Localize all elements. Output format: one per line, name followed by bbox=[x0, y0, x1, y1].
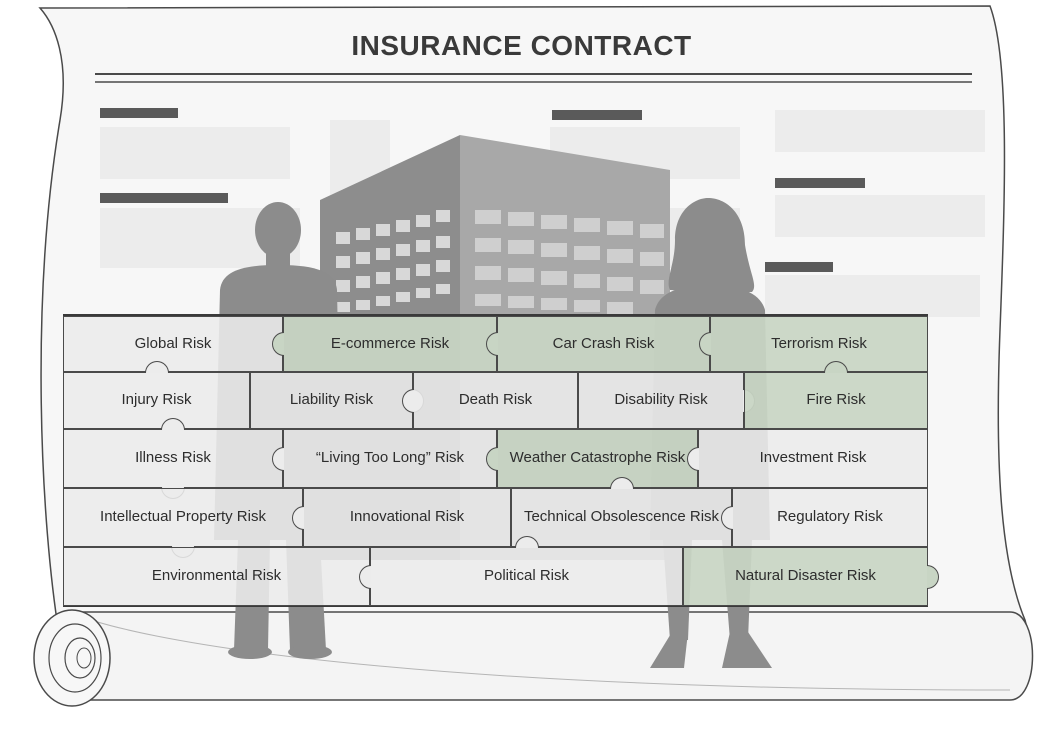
puzzle-piece-label: Liability Risk bbox=[289, 391, 374, 409]
puzzle-piece-investment-risk: Investment Risk bbox=[687, 429, 928, 488]
scroll-roll bbox=[69, 611, 1034, 701]
puzzle-piece-injury-risk: Injury Risk bbox=[63, 361, 250, 429]
puzzle-piece-liability-risk: Liability Risk bbox=[250, 372, 424, 429]
puzzle-piece-label: Terrorism Risk bbox=[771, 334, 867, 352]
puzzle-piece-label: Car Crash Risk bbox=[552, 334, 655, 352]
puzzle-piece-terrorism-risk: Terrorism Risk bbox=[699, 316, 928, 372]
puzzle-piece-label: Death Risk bbox=[458, 391, 533, 409]
puzzle-piece-label: Regulatory Risk bbox=[777, 508, 883, 526]
scroll-roll-end bbox=[33, 609, 111, 707]
puzzle-piece-car-crash-risk: Car Crash Risk bbox=[486, 316, 710, 372]
puzzle-piece-environmental-risk: Environmental Risk bbox=[63, 547, 370, 606]
puzzle-piece-weather-catastrophe-risk: Weather Catastrophe Risk bbox=[486, 429, 698, 488]
puzzle-piece-label: Political Risk bbox=[483, 567, 570, 585]
contract-title: INSURANCE CONTRACT bbox=[351, 30, 692, 61]
puzzle-piece-political-risk: Political Risk bbox=[359, 536, 683, 606]
puzzle-piece-e-commerce-risk: E-commerce Risk bbox=[272, 316, 497, 372]
puzzle-piece-label: Innovational Risk bbox=[349, 508, 465, 526]
puzzle-piece-label: Intellectual Property Risk bbox=[100, 508, 266, 526]
puzzle-piece-technical-obsolescence-risk: Technical Obsolescence Risk bbox=[511, 477, 732, 547]
puzzle-piece-label: Environmental Risk bbox=[151, 567, 282, 585]
puzzle-piece-innovational-risk: Innovational Risk bbox=[292, 488, 511, 547]
puzzle-piece-label: Injury Risk bbox=[121, 391, 192, 409]
puzzle-piece-disability-risk: Disability Risk bbox=[578, 372, 755, 429]
puzzle-piece-living-too-long-risk: “Living Too Long” Risk bbox=[272, 429, 497, 488]
puzzle-piece-label: Fire Risk bbox=[806, 391, 866, 409]
puzzle-piece-fire-risk: Fire Risk bbox=[744, 361, 928, 429]
puzzle-piece-label: Natural Disaster Risk bbox=[735, 567, 876, 585]
puzzle-piece-natural-disaster-risk: Natural Disaster Risk bbox=[683, 547, 939, 606]
puzzle-piece-label: Technical Obsolescence Risk bbox=[523, 508, 720, 526]
puzzle-piece-label: Investment Risk bbox=[759, 449, 867, 467]
puzzle-piece-intellectual-property-risk: Intellectual Property Risk bbox=[63, 488, 303, 558]
puzzle-piece-label: “Living Too Long” Risk bbox=[315, 449, 465, 467]
puzzle-piece-label: Global Risk bbox=[134, 334, 212, 352]
puzzle-piece-label: Weather Catastrophe Risk bbox=[509, 449, 686, 467]
puzzle-piece-global-risk: Global Risk bbox=[63, 316, 283, 372]
puzzle-piece-label: E-commerce Risk bbox=[330, 334, 450, 352]
puzzle-piece-illness-risk: Illness Risk bbox=[63, 418, 283, 499]
puzzle-piece-death-risk: Death Risk bbox=[402, 372, 578, 429]
puzzle-piece-label: Disability Risk bbox=[614, 391, 708, 409]
puzzle-piece-regulatory-risk: Regulatory Risk bbox=[721, 488, 928, 547]
puzzle-piece-label: Illness Risk bbox=[135, 449, 211, 467]
document-heading-bars bbox=[100, 108, 865, 272]
